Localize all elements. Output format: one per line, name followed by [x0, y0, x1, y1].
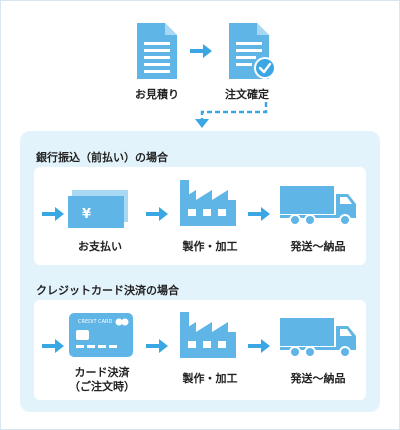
- arrow-right-icon: [190, 44, 212, 58]
- payment-step-label: お支払い: [78, 240, 122, 253]
- truck-icon: [280, 186, 356, 226]
- arrow-right-icon: [42, 207, 64, 221]
- arrow-right-icon: [146, 207, 168, 221]
- shipping-step-label: 発送〜納品: [290, 240, 346, 253]
- card-payment-step-label: カード決済 （ご注文時）: [69, 366, 135, 393]
- arrow-right-icon: [248, 207, 270, 221]
- truck-icon: [280, 318, 356, 358]
- production-step-label: 製作・加工: [182, 240, 238, 253]
- document-icon: [137, 23, 177, 79]
- bank-section-title: 銀行振込（前払い）の場合: [36, 151, 168, 164]
- yen-symbol: ¥: [82, 207, 91, 222]
- shipping-step-label: 発送〜納品: [290, 372, 346, 385]
- card-section-title: クレジットカード決済の場合: [36, 284, 179, 297]
- dashed-connector: [195, 102, 268, 128]
- order-label: 注文確定: [225, 88, 269, 101]
- document-check-icon: [229, 23, 276, 79]
- card-brand-text: CREDIT CARD: [78, 319, 112, 325]
- arrow-right-icon: [248, 339, 270, 353]
- arrow-right-icon: [146, 339, 168, 353]
- factory-icon: [180, 180, 236, 226]
- banknote-icon: ¥: [68, 190, 128, 228]
- arrow-right-icon: [42, 339, 64, 353]
- factory-icon: [180, 312, 236, 358]
- production-step-label: 製作・加工: [182, 372, 238, 385]
- estimate-label: お見積り: [135, 88, 179, 101]
- credit-card-icon: CREDIT CARD: [69, 313, 133, 357]
